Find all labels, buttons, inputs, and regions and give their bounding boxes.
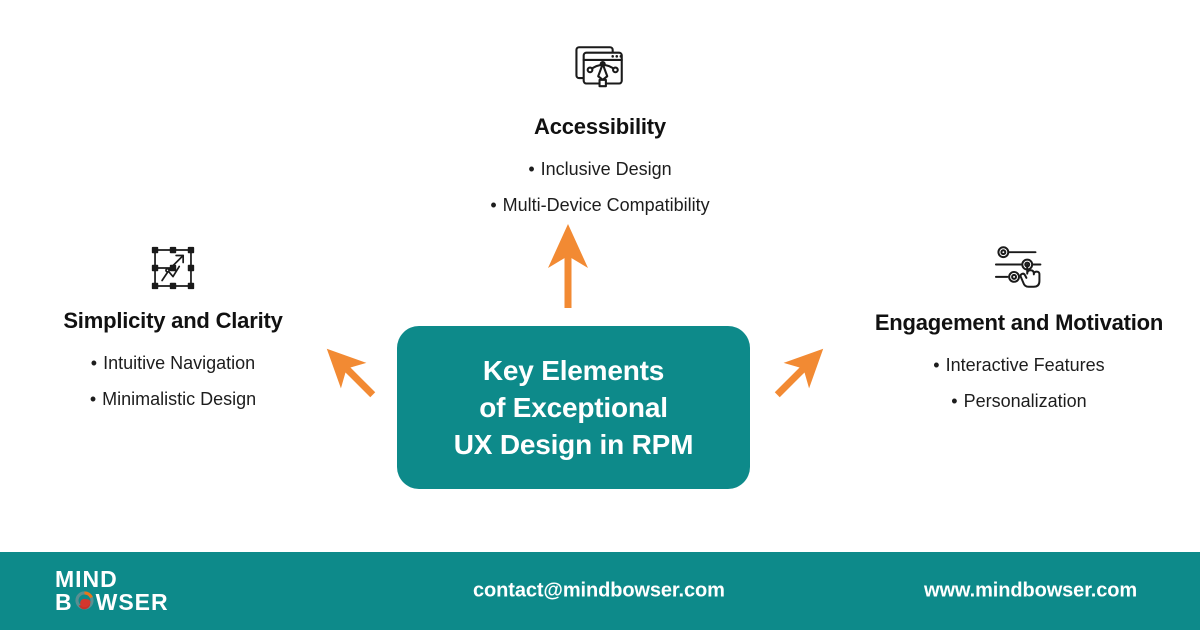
list-item: •Minimalistic Design [8,390,338,408]
list-item: •Interactive Features [846,356,1192,374]
list-item: •Intuitive Navigation [8,354,338,372]
node-simplicity-and-clarity: Simplicity and Clarity •Intuitive Naviga… [8,240,338,426]
sliders-hand-cursor-icon [846,238,1192,296]
logo-text-mind: MIND [55,565,118,592]
footer-email[interactable]: contact@mindbowser.com [473,579,725,602]
bullet-text: Multi-Device Compatibility [502,195,710,215]
list-item: •Inclusive Design [380,160,820,178]
transform-box-resize-chart-icon [8,240,338,296]
footer-bar: MIND B WSER contact@mindbowser.com www.m… [0,552,1200,630]
arrow-up-icon [540,222,596,315]
list-item: •Personalization [846,392,1192,410]
node-title-accessibility: Accessibility [534,114,666,139]
hub-title-line-2: of Exceptional [479,391,668,423]
logo-line-bowser: B WSER [55,590,169,614]
bullet-text: Minimalistic Design [102,389,257,409]
design-window-pen-tool-icon [380,36,820,102]
bullet-text: Intuitive Navigation [103,353,256,373]
node-bullets-engagement-and-motivation: •Interactive Features •Personalization [846,356,1192,410]
bullet-glyph: • [490,195,497,215]
node-bullets-accessibility: •Inclusive Design •Multi-Device Compatib… [380,160,820,214]
arrow-up-right-icon [766,342,838,403]
mindbowser-logo[interactable]: MIND B WSER [55,565,169,614]
bullet-text: Inclusive Design [540,159,672,179]
bullet-text: Interactive Features [945,355,1105,375]
bullet-glyph: • [951,391,958,411]
node-title-engagement-and-motivation: Engagement and Motivation [874,310,1164,335]
node-title-simplicity-and-clarity: Simplicity and Clarity [63,308,283,333]
hub-title-line-1: Key Elements [482,354,665,386]
node-bullets-simplicity-and-clarity: •Intuitive Navigation •Minimalistic Desi… [8,354,338,408]
list-item: •Multi-Device Compatibility [380,196,820,214]
bullet-glyph: • [528,159,535,179]
bullet-text: Personalization [963,391,1087,411]
arrow-up-left-icon [312,342,384,403]
logo-swirl-icon [74,590,95,614]
logo-text-wser: WSER [95,589,169,615]
node-accessibility: Accessibility •Inclusive Design •Multi-D… [380,36,820,232]
hub-title: Key Elements of Exceptional UX Design in… [454,352,694,464]
bullet-glyph: • [90,353,98,373]
node-engagement-and-motivation: Engagement and Motivation •Interactive F… [846,238,1192,428]
bullet-glyph: • [89,389,97,409]
logo-line-mind: MIND [55,565,169,592]
footer-website[interactable]: www.mindbowser.com [924,579,1138,602]
logo-text-b: B [55,589,73,615]
center-hub: Key Elements of Exceptional UX Design in… [397,326,750,489]
bullet-glyph: • [933,355,940,375]
hub-title-line-3: UX Design in RPM [453,429,694,461]
